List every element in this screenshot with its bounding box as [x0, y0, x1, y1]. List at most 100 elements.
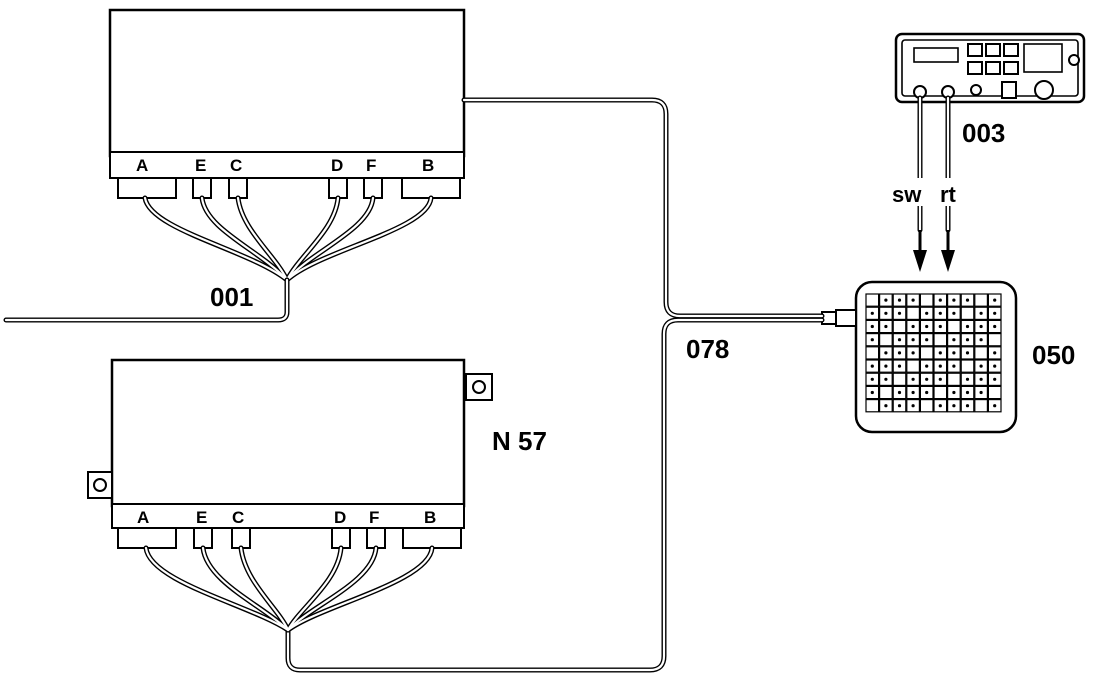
bottom-port-d: D: [334, 508, 346, 527]
socket-pin-icon: [993, 377, 997, 381]
wire-label-black: sw: [892, 182, 922, 207]
bottom-port-a: A: [137, 508, 149, 527]
socket-pin-icon: [884, 404, 888, 408]
socket-pin-icon: [884, 324, 888, 329]
top-port-a: A: [136, 156, 148, 175]
bottom-connector-d: [331, 527, 351, 549]
arrow-down-icon: [941, 250, 955, 272]
top-unit-housing: [108, 8, 466, 158]
top-connector-a: [117, 177, 177, 199]
test-socket: [906, 359, 920, 373]
test-socket: [892, 319, 907, 334]
control-unit-label: N 57: [492, 426, 547, 456]
test-socket: [987, 333, 1002, 347]
socket-pin-icon: [925, 377, 929, 381]
socket-pin-icon: [870, 324, 874, 329]
top-connector-c: [228, 177, 248, 199]
control-unit-port-strip: [111, 503, 465, 529]
top-connector-b: [401, 177, 461, 199]
socket-pin-icon: [979, 338, 983, 342]
bottom-port-e: E: [196, 508, 207, 527]
socket-pin-icon: [952, 404, 956, 408]
cable-label: 078: [686, 334, 729, 364]
test-box-socket-grid: [865, 293, 1002, 413]
socket-pin-icon: [938, 377, 942, 381]
bottom-connector-b: [402, 527, 462, 549]
test-socket: [960, 306, 975, 321]
bottom-port-f: F: [369, 508, 379, 527]
socket-pin-icon: [965, 324, 970, 329]
socket-pin-icon: [925, 338, 929, 342]
socket-pin-icon: [965, 351, 970, 355]
socket-pin-icon: [979, 311, 983, 315]
bottom-connector-c: [231, 527, 251, 549]
socket-pin-icon: [870, 390, 874, 395]
socket-pin-icon: [938, 351, 942, 355]
test-socket: [892, 372, 907, 387]
socket-pin-icon: [884, 377, 888, 381]
socket-pin-icon: [870, 311, 874, 315]
socket-pin-icon: [965, 404, 970, 408]
socket-pin-icon: [911, 351, 915, 355]
harness-label: 001: [210, 282, 253, 312]
socket-pin-icon: [911, 390, 915, 395]
socket-pin-icon: [952, 364, 956, 368]
socket-pin-icon: [938, 324, 942, 329]
socket-pin-icon: [884, 351, 888, 355]
tester-label: 003: [962, 118, 1005, 148]
control-unit: A E C D F B: [87, 358, 493, 549]
test-socket: [987, 385, 1002, 400]
test-socket: [933, 333, 948, 347]
socket-pin-icon: [952, 298, 956, 302]
test-box-plug: [835, 309, 857, 327]
arrow-down-icon: [913, 250, 927, 272]
top-unit-port-strip: [109, 151, 465, 179]
socket-pin-icon: [911, 404, 915, 408]
test-socket: [946, 319, 961, 334]
test-socket: [865, 399, 880, 413]
bottom-harness-wires: [143, 545, 435, 633]
socket-pin-icon: [897, 351, 902, 355]
main-cable: [285, 97, 825, 673]
socket-pin-icon: [979, 377, 983, 381]
socket-pin-icon: [952, 338, 956, 342]
socket-pin-icon: [979, 364, 983, 368]
socket-pin-icon: [993, 324, 997, 329]
socket-pin-icon: [925, 390, 929, 395]
test-box-label: 050: [1032, 340, 1075, 370]
test-socket: [865, 346, 880, 360]
bottom-connector-f: [366, 527, 386, 549]
bottom-port-b: B: [424, 508, 436, 527]
bottom-connector-a: [117, 527, 177, 549]
socket-pin-icon: [911, 377, 915, 381]
socket-pin-icon: [897, 311, 902, 315]
test-socket: [974, 346, 988, 360]
wire-label-red: rt: [940, 182, 957, 207]
socket-pin-icon: [911, 338, 915, 342]
test-socket: [974, 399, 988, 413]
test-socket: [919, 293, 934, 307]
tester-device: [894, 32, 1086, 104]
top-port-b: B: [422, 156, 434, 175]
socket-pin-icon: [993, 311, 997, 315]
top-port-c: C: [230, 156, 242, 175]
socket-pin-icon: [897, 390, 902, 395]
socket-pin-icon: [897, 298, 902, 302]
socket-pin-icon: [870, 338, 874, 342]
socket-pin-icon: [952, 311, 956, 315]
test-socket: [933, 385, 948, 400]
socket-pin-icon: [884, 311, 888, 315]
tester-display-icon: [913, 47, 959, 63]
socket-pin-icon: [884, 364, 888, 368]
test-socket: [960, 359, 975, 373]
top-harness-wires: [3, 195, 434, 323]
top-connector-f: [363, 177, 383, 199]
socket-pin-icon: [952, 390, 956, 395]
test-socket: [946, 372, 961, 387]
test-socket: [878, 385, 893, 400]
top-port-d: D: [331, 156, 343, 175]
socket-pin-icon: [965, 338, 970, 342]
socket-pin-icon: [979, 324, 983, 329]
test-socket: [919, 399, 934, 413]
tester-knob-icon: [1034, 80, 1054, 100]
